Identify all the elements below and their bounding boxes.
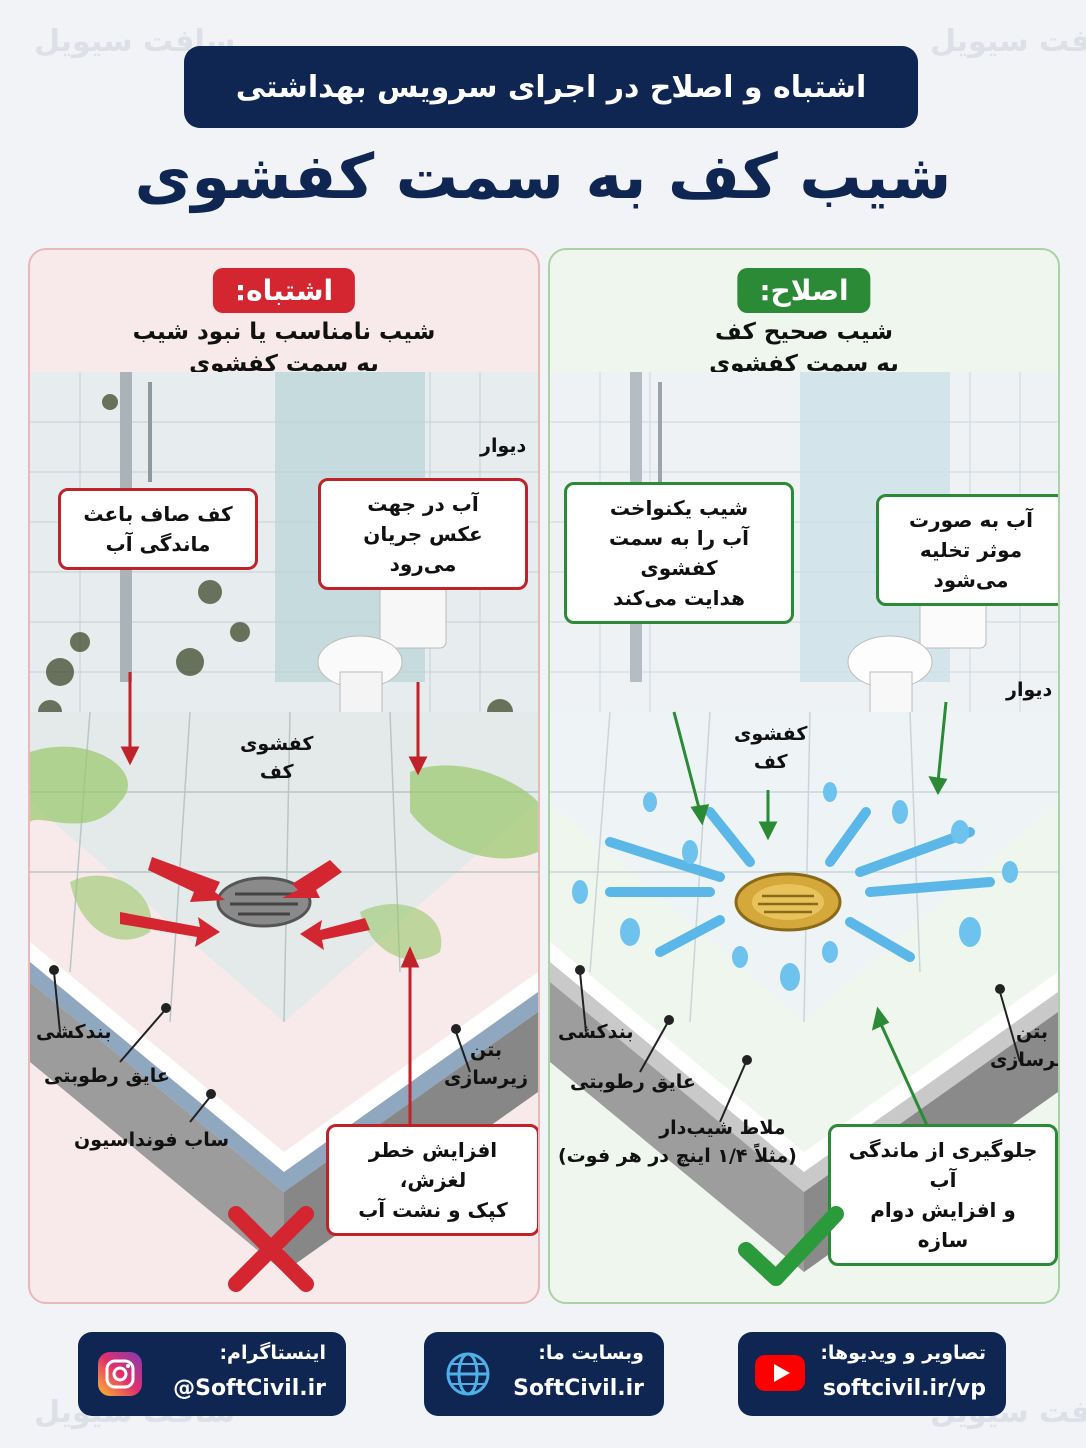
label-text: کفشوی: [240, 733, 314, 755]
wrong-subtitle-line: شیب نامناسب یا نبود شیب: [132, 319, 436, 345]
check-icon: [738, 1206, 844, 1286]
label-foundation: ساب فونداسیون: [74, 1129, 230, 1151]
videos-title: تصاویر و ویدیوها:: [820, 1342, 986, 1364]
label-grout: بندکشی: [558, 1021, 634, 1043]
header-subtitle: اشتباه و اصلاح در اجرای سرویس بهداشتی: [235, 69, 867, 105]
footer-instagram[interactable]: اینستاگرام: @SoftCivil.ir: [78, 1332, 346, 1416]
wrong-subtitle: شیب نامناسب یا نبود شیب به سمت کفشوی: [30, 316, 538, 380]
callout-text: افزایش خطر لغزش،: [368, 1138, 498, 1192]
globe-icon: [446, 1352, 490, 1396]
label-membrane: عایق رطوبتی: [44, 1065, 170, 1087]
label-text: ملاط شیب‌دار: [659, 1117, 786, 1139]
callout-text: هدایت می‌کند: [613, 586, 745, 610]
callout-text: آب را به سمت کفشوی: [608, 526, 750, 580]
footer-videos[interactable]: تصاویر و ویدیوها: softcivil.ir/vp: [738, 1332, 1006, 1416]
website-title: وبسایت ما:: [538, 1342, 644, 1364]
callout-text: عکس جریان می‌رود: [363, 522, 483, 576]
wrong-badge: اشتباه:: [212, 268, 356, 313]
callout-text: کپک و نشت آب: [358, 1198, 508, 1222]
label-text: بتن: [470, 1039, 503, 1061]
callout-uniform-slope: شیب یکنواخت آب را به سمت کفشوی هدایت می‌…: [564, 482, 794, 624]
youtube-icon: [755, 1355, 805, 1391]
callout-text: جلوگیری از ماندگی آب: [848, 1138, 1038, 1192]
label-text: بتن: [1016, 1021, 1049, 1043]
callout-effective-drain: آب به صورت موثر تخلیه می‌شود: [876, 494, 1058, 606]
wrong-bathroom-scene: [30, 372, 538, 1272]
callout-text: موثر تخلیه می‌شود: [919, 538, 1023, 592]
callout-flat-floor: کف صاف باعث ماندگی آب: [58, 488, 258, 570]
callout-text: و افزایش دوام سازه: [870, 1198, 1016, 1252]
instagram-handle[interactable]: @SoftCivil.ir: [173, 1376, 326, 1401]
callout-text: کف صاف باعث: [83, 502, 233, 526]
callout-text: شیب یکنواخت: [609, 496, 749, 520]
callout-text: آب به صورت: [909, 508, 1033, 532]
website-url[interactable]: SoftCivil.ir: [513, 1376, 644, 1401]
label-concrete: بتن زیرسازی: [990, 1018, 1058, 1074]
wrong-panel: اشتباه: شیب نامناسب یا نبود شیب به سمت ک…: [28, 248, 540, 1304]
instagram-title: اینستاگرام:: [219, 1342, 326, 1364]
cross-icon: [228, 1206, 314, 1292]
callout-reverse-flow: آب در جهت عکس جریان می‌رود: [318, 478, 528, 590]
instagram-icon: [98, 1352, 142, 1396]
right-subtitle-line: شیب صحیح کف: [715, 319, 893, 345]
label-text: کف: [753, 751, 788, 773]
right-badge: اصلاح:: [737, 268, 871, 313]
right-subtitle: شیب صحیح کف به سمت کفشوی: [550, 316, 1058, 380]
label-mortar: ملاط شیب‌دار (مثلاً ۱/۴ اینچ در هر فوت): [558, 1114, 797, 1170]
page-title: شیب کف به سمت کفشوی: [134, 140, 952, 213]
callout-text: ماندگی آب: [105, 532, 211, 556]
label-text: کف: [259, 761, 294, 783]
right-panel: اصلاح: شیب صحیح کف به سمت کفشوی: [548, 248, 1060, 1304]
videos-url[interactable]: softcivil.ir/vp: [822, 1376, 986, 1401]
label-text: زیرسازی: [444, 1067, 529, 1089]
label-wall: دیوار: [480, 435, 527, 457]
label-wall: دیوار: [1006, 679, 1053, 701]
label-membrane: عایق رطوبتی: [570, 1071, 696, 1093]
label-grout: بندکشی: [36, 1021, 112, 1043]
label-text: (مثلاً ۱/۴ اینچ در هر فوت): [558, 1145, 797, 1167]
callout-text: آب در جهت: [367, 492, 479, 516]
label-floor-drain: کفشوی کف: [734, 720, 807, 776]
footer-website[interactable]: وبسایت ما: SoftCivil.ir: [424, 1332, 664, 1416]
label-concrete: بتن زیرسازی: [444, 1036, 528, 1092]
label-text: کفشوی: [734, 723, 808, 745]
watermark: سافت سیویل: [930, 24, 1086, 59]
header-subtitle-bar: اشتباه و اصلاح در اجرای سرویس بهداشتی: [184, 46, 918, 128]
callout-prevent-pooling: جلوگیری از ماندگی آب و افزایش دوام سازه: [828, 1124, 1058, 1266]
label-floor-drain: کفشوی کف: [240, 730, 313, 786]
callout-risk: افزایش خطر لغزش، کپک و نشت آب: [326, 1124, 538, 1236]
label-text: زیرسازی: [990, 1049, 1058, 1071]
